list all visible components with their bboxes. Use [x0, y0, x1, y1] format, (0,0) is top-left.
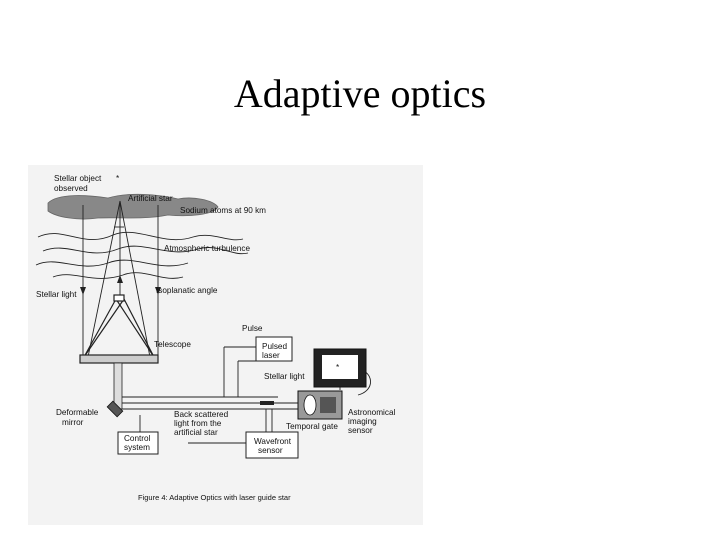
label-astronomical-sensor-1: Astronomical: [348, 408, 396, 417]
control-system-box: [117, 431, 159, 455]
label-wavefront-sensor-1: Wavefront: [254, 437, 292, 446]
figure-background: [28, 165, 423, 525]
label-deformable-mirror-2: mirror: [62, 418, 84, 427]
turbulence-waves: [35, 231, 249, 279]
label-control-system-1: Control: [124, 434, 151, 443]
label-stellar-object-1: Stellar object: [54, 174, 102, 183]
label-back-scattered-2: light from the: [174, 419, 222, 428]
adaptive-optics-figure: Stellar object observed * Artificial sta…: [28, 165, 423, 525]
label-temporal-gate: Temporal gate: [286, 422, 338, 431]
label-artificial-star: Artificial star: [128, 194, 173, 203]
figure-labels: Stellar object observed * Artificial sta…: [36, 174, 396, 502]
label-pulsed-laser-2: laser: [262, 351, 280, 360]
label-atmospheric-turbulence: Atmospheric turbulence: [164, 244, 250, 253]
display-monitor: [313, 348, 367, 388]
telescope-column: [113, 362, 123, 410]
label-stellar-object-2: observed: [54, 184, 88, 193]
slide-title: Adaptive optics: [233, 71, 487, 116]
pulsed-laser-box: [255, 336, 293, 362]
temporal-gate-shutter: [260, 401, 274, 405]
label-wavefront-sensor-2: sensor: [258, 446, 283, 455]
label-isoplanatic-angle: Isoplanatic angle: [156, 286, 218, 295]
label-back-scattered-3: artificial star: [174, 428, 218, 437]
label-stellar-light-left: Stellar light: [36, 290, 77, 299]
wavefront-sensor-box: [245, 431, 299, 459]
imaging-sensor: [297, 390, 343, 420]
label-back-scattered-1: Back scattered: [174, 410, 229, 419]
label-monitor-star: *: [336, 363, 340, 372]
label-telescope: Telescope: [154, 340, 191, 349]
label-control-system-2: system: [124, 443, 150, 452]
deformable-mirror: [106, 400, 124, 418]
label-astronomical-sensor-3: sensor: [348, 426, 373, 435]
label-pulsed-laser-1: Pulsed: [262, 342, 287, 351]
figure-caption: Figure 4: Adaptive Optics with laser gui…: [138, 493, 291, 502]
label-pulse: Pulse: [242, 324, 263, 333]
label-deformable-mirror-1: Deformable: [56, 408, 99, 417]
label-sodium-atoms: Sodium atoms at 90 km: [180, 206, 266, 215]
telescope: [79, 294, 159, 364]
sodium-layer-cloud: [47, 193, 219, 220]
label-stellar-light-right: Stellar light: [264, 372, 305, 381]
label-astronomical-sensor-2: imaging: [348, 417, 377, 426]
beam-arrows: [80, 275, 161, 295]
label-star-glyph: *: [116, 174, 120, 183]
